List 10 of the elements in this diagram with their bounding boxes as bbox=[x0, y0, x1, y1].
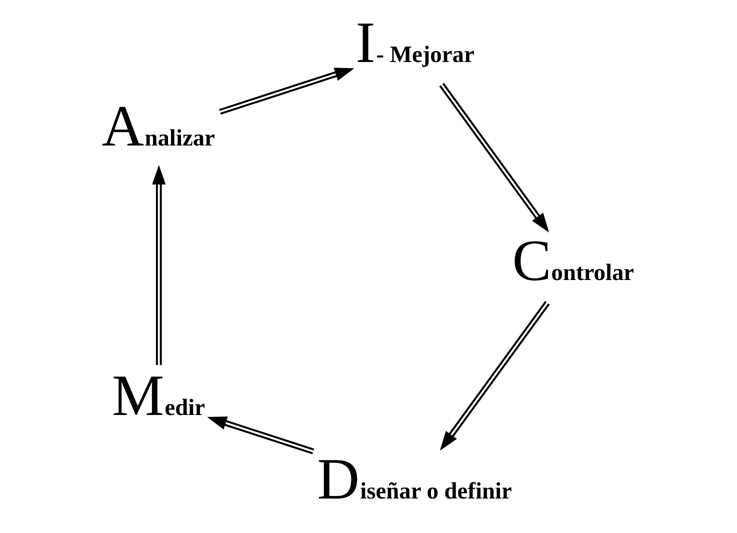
arrow bbox=[439, 82, 550, 233]
node-text: Controlar bbox=[512, 228, 634, 294]
arrow bbox=[152, 164, 166, 365]
node-text: Analizar bbox=[102, 93, 215, 158]
node-text: Diseñar o definir bbox=[317, 446, 512, 512]
arrow bbox=[219, 68, 354, 115]
arrow bbox=[207, 416, 314, 454]
node-text: I- Mejorar bbox=[356, 10, 474, 76]
node-text: Medir bbox=[112, 362, 206, 428]
arrow bbox=[440, 301, 550, 451]
